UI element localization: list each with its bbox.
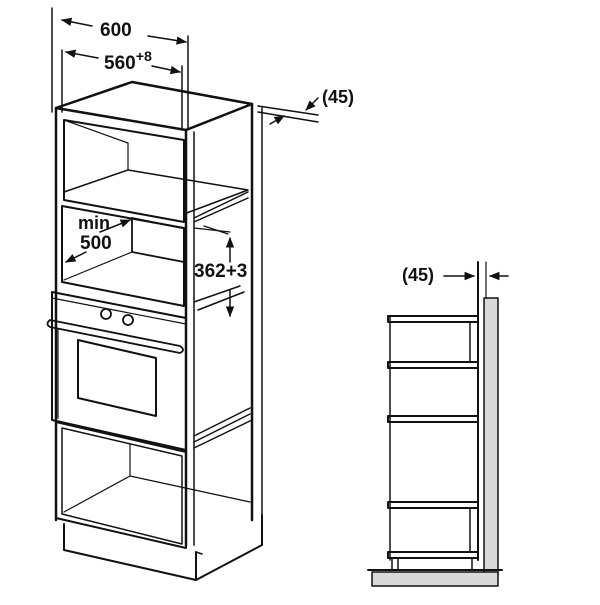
microwave-niche (61, 205, 245, 311)
wall (483, 297, 499, 575)
dim-rear-gap-side: (45) (402, 265, 435, 285)
dim-cabinet-width: 600 (100, 20, 132, 41)
shelf-2 (387, 361, 479, 369)
oven-handle (46, 319, 184, 354)
top-compartment (63, 119, 249, 223)
shelf-4 (387, 501, 479, 509)
oven-knob-1 (100, 308, 112, 320)
shelf-1 (387, 315, 479, 323)
plinth (63, 514, 263, 581)
shelf-5 (387, 551, 479, 559)
built-in-oven (46, 291, 187, 451)
oven-window (77, 339, 157, 417)
shelf-3 (387, 415, 479, 423)
oven-knob-2 (122, 314, 134, 326)
floor (371, 571, 499, 587)
dim-niche-height: 362+3 (194, 261, 248, 282)
dim-niche-depth: 500 (80, 233, 112, 254)
side-view (367, 261, 509, 587)
dim-niche-width: 560+8 (104, 49, 152, 74)
dim-rear-gap-main: (45) (322, 87, 355, 107)
dim-niche-depth-prefix: min (78, 213, 111, 233)
bottom-compartment (55, 407, 253, 549)
dimension-lines-main (51, 7, 319, 318)
